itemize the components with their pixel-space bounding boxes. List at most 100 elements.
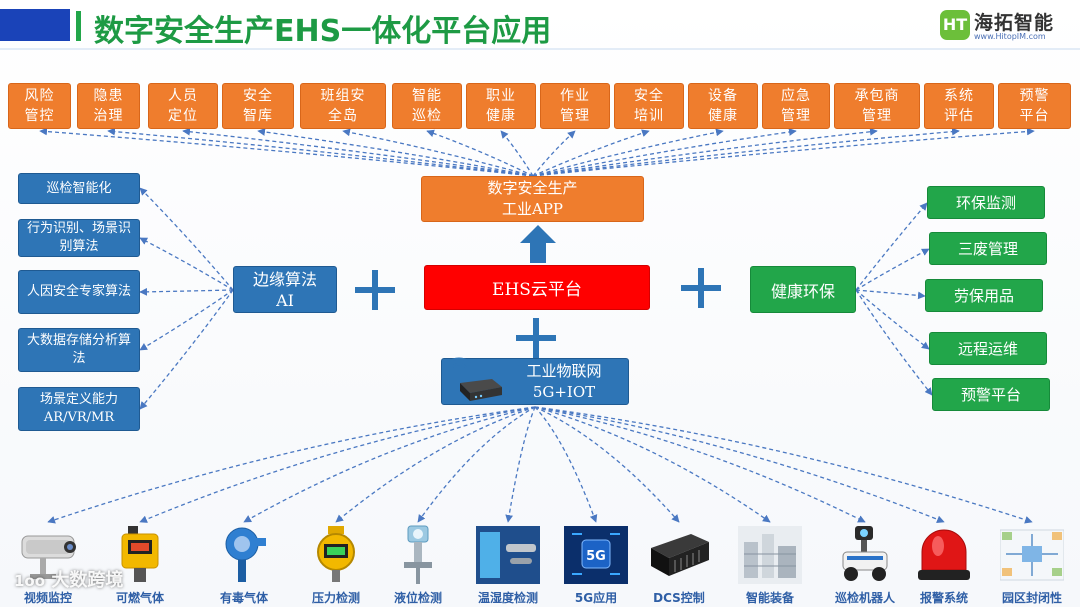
sensor-item: 智能装备	[730, 520, 810, 607]
left-connector	[139, 287, 234, 296]
left-capability-label: 人因安全专家算法	[26, 284, 131, 299]
industrial-app-line1: 数字安全生产	[487, 179, 578, 197]
edge-algorithm-hub: 边缘算法 AI	[233, 266, 337, 313]
sensor-label: 温湿度检测	[477, 591, 538, 605]
sensor-label: 压力检测	[311, 591, 360, 605]
right-service-box: 劳保用品	[925, 279, 1043, 312]
app-tile: 人员定位	[148, 83, 218, 129]
app-connector	[532, 127, 960, 177]
app-connector	[532, 127, 1035, 177]
app-label: 智能巡检	[412, 88, 442, 124]
svg-text:5G: 5G	[586, 549, 606, 564]
toxic-gas-sensor-icon	[225, 527, 266, 582]
app-connector	[257, 128, 534, 177]
header-accent-stripe	[76, 11, 81, 41]
gas-detector-icon	[121, 526, 159, 582]
right-service-label: 三废管理	[957, 240, 1018, 258]
right-service-box: 预警平台	[932, 378, 1050, 411]
cctv-camera-icon	[21, 535, 76, 579]
health-hub-label: 健康环保	[770, 281, 835, 301]
right-service-label: 预警平台	[960, 386, 1021, 404]
sensor-connector	[139, 406, 536, 523]
alarm-beacon-icon	[918, 529, 970, 580]
sensor-label: 液位检测	[393, 591, 442, 605]
header-accent-bar	[0, 9, 70, 41]
left-capability-label: 大数据存储分析算法	[26, 333, 131, 366]
app-label: 人员定位	[168, 88, 198, 124]
level-sensor-icon	[404, 525, 432, 584]
sensor-label: 5G应用	[574, 591, 618, 605]
temperature-humidity-sensor-icon	[476, 526, 540, 584]
left-capability-label: 行为识别、场景识别算法	[26, 221, 131, 254]
health-environment-hub: 健康环保	[750, 266, 856, 313]
industrial-app-box: 数字安全生产 工业APP	[421, 176, 644, 222]
right-connector	[855, 248, 930, 291]
iot-line1: 工业物联网	[526, 362, 602, 380]
app-tile: 安全培训	[614, 83, 684, 129]
smart-equipment-icon	[738, 526, 802, 584]
sensor-label: 智能装备	[745, 591, 794, 605]
app-tile: 应急管理	[762, 83, 830, 129]
app-label: 作业管理	[560, 88, 590, 124]
right-service-label: 环保监测	[955, 194, 1016, 212]
app-tile: 预警平台	[998, 83, 1071, 129]
sensor-label: 有毒气体	[219, 591, 268, 605]
app-label: 承包商管理	[854, 88, 900, 124]
app-connector	[39, 127, 534, 177]
right-service-label: 远程运维	[957, 340, 1018, 358]
app-connector	[500, 130, 534, 177]
right-service-label: 劳保用品	[953, 287, 1014, 305]
sensor-connector	[534, 406, 680, 523]
app-tile: 隐患治理	[77, 83, 140, 129]
sensor-label: 视频监控	[23, 591, 72, 605]
app-label: 职业健康	[486, 88, 516, 124]
logo-name: 海拓智能	[974, 12, 1055, 34]
sensor-item: DCS控制	[639, 520, 719, 607]
app-tile: 承包商管理	[834, 83, 920, 129]
sensor-connector	[534, 406, 598, 523]
dcs-controller-icon	[651, 534, 709, 576]
left-capability-box: 人因安全专家算法	[18, 270, 140, 314]
app-connector	[532, 130, 576, 177]
app-label: 班组安全岛	[320, 88, 366, 124]
sensor-label: DCS控制	[653, 591, 705, 605]
sensor-item: 视频监控	[8, 520, 88, 607]
right-service-box: 远程运维	[929, 332, 1047, 365]
app-connector	[426, 129, 534, 177]
app-label: 安全培训	[634, 88, 664, 124]
app-tile: 作业管理	[540, 83, 610, 129]
sensor-item: 可燃气体	[100, 520, 180, 607]
app-connector	[532, 127, 878, 177]
right-connector	[855, 202, 928, 291]
sensor-connector	[505, 406, 536, 523]
logo-url: www.HitopIM.com	[974, 32, 1046, 41]
sensor-item: 液位检测	[378, 520, 458, 607]
sensor-connector	[534, 406, 771, 523]
watermark: 1oo 大数跨境	[14, 566, 123, 592]
app-tile: 安全智库	[222, 83, 294, 129]
sensor-item: 压力检测	[296, 520, 376, 607]
sensor-connector	[534, 406, 866, 523]
app-label: 预警平台	[1019, 88, 1050, 124]
iot-line2: 5G+IOT	[532, 383, 596, 401]
sensor-connector	[417, 406, 536, 523]
left-capability-box: 巡检智能化	[18, 173, 140, 204]
left-capability-box: 行为识别、场景识别算法	[18, 219, 140, 257]
app-tile: 系统评估	[924, 83, 994, 129]
app-label: 应急管理	[781, 88, 811, 124]
app-tile: 智能巡检	[392, 83, 462, 129]
5g-chip-icon: 5G	[564, 526, 628, 584]
app-tile: 职业健康	[466, 83, 536, 129]
app-label: 设备健康	[708, 88, 738, 124]
left-capability-label: 巡检智能化	[46, 180, 112, 196]
plus-icon	[355, 270, 395, 310]
app-label: 系统评估	[944, 88, 974, 124]
ehs-cloud-platform: EHS云平台	[424, 265, 650, 310]
app-connector	[182, 127, 534, 177]
left-connector	[139, 237, 234, 291]
sensor-label: 巡检机器人	[834, 591, 895, 605]
page-title: 数字安全生产EHS一体化平台应用	[94, 14, 552, 49]
company-logo: HT 海拓智能 www.HitopIM.com	[940, 8, 1074, 44]
left-connector	[139, 289, 234, 410]
